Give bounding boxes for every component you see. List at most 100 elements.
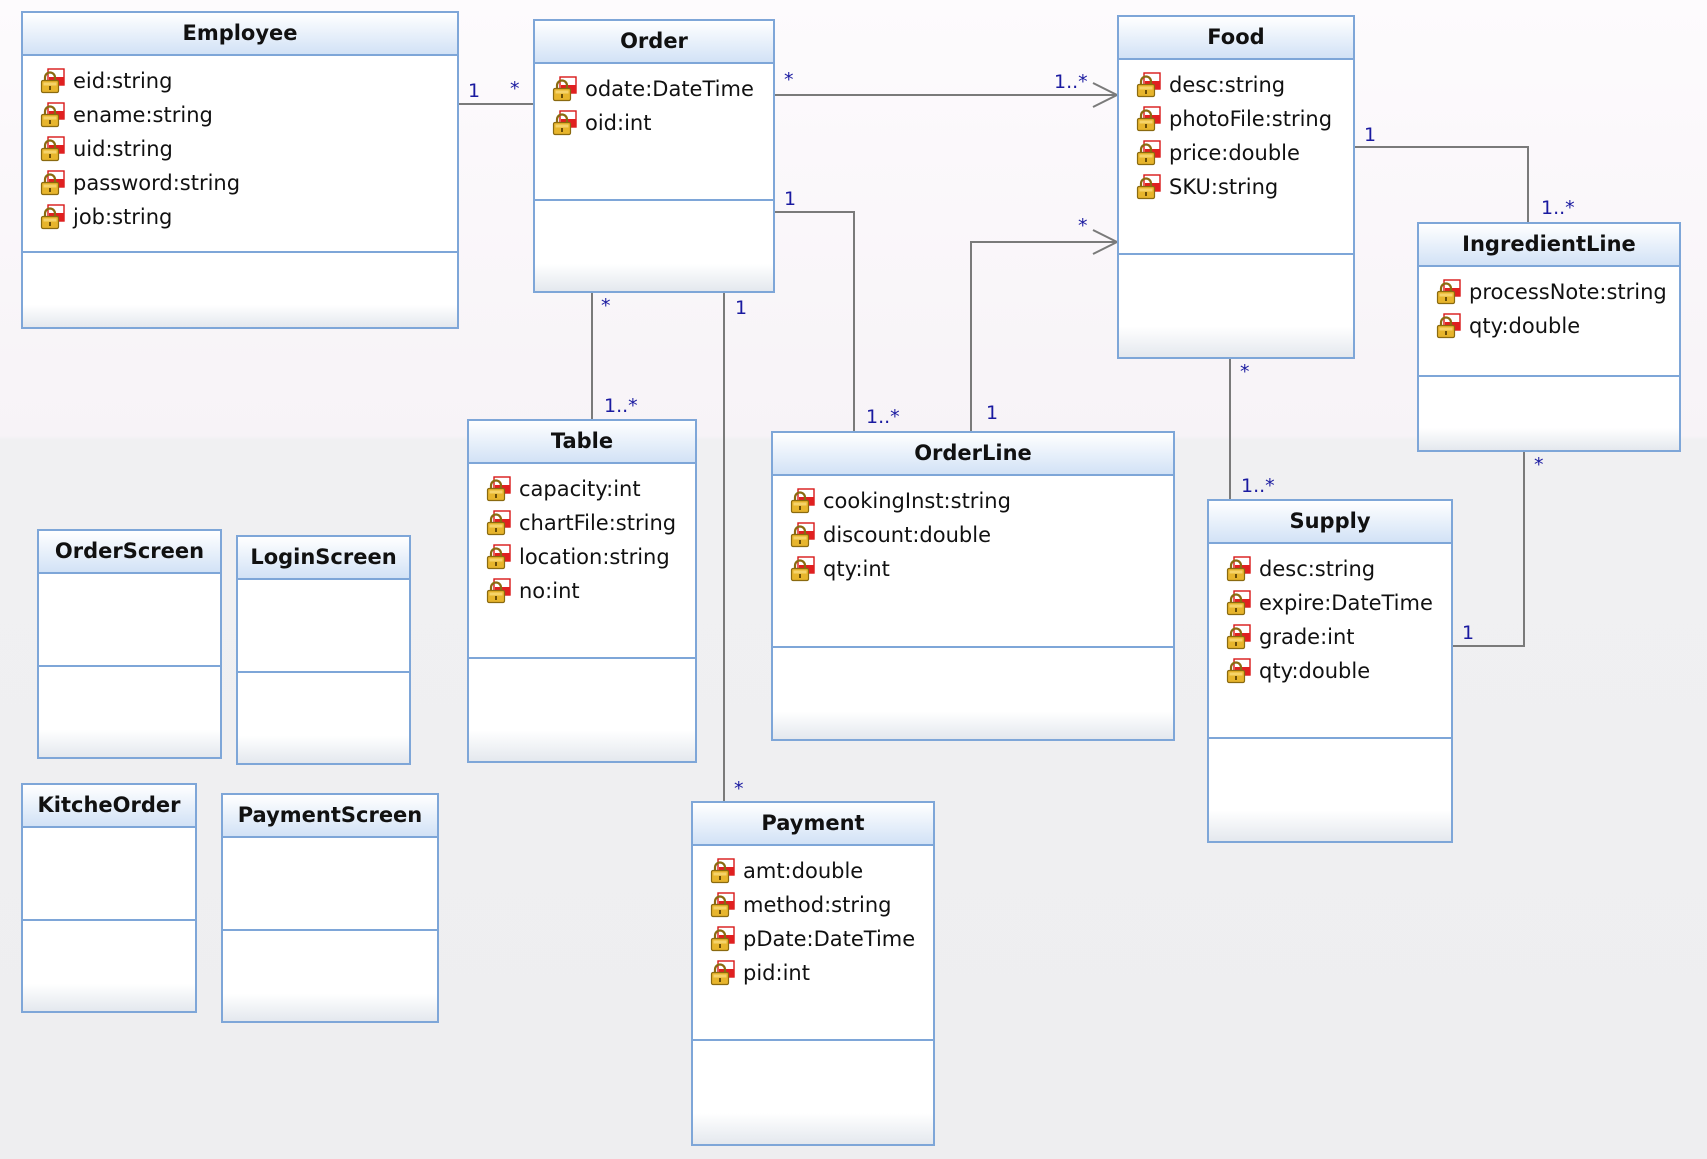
- private-attribute-lock-icon: [39, 136, 65, 162]
- mult-order-payment-to: *: [734, 778, 744, 800]
- attribute-row[interactable]: desc:string: [1225, 552, 1451, 586]
- attribute-text: capacity:int: [519, 477, 641, 501]
- mult-order-food-from: *: [784, 69, 794, 91]
- attribute-row[interactable]: method:string: [709, 888, 933, 922]
- operation-compartment: [535, 201, 773, 291]
- private-attribute-lock-icon: [709, 858, 735, 884]
- private-attribute-lock-icon: [485, 578, 511, 604]
- attribute-row[interactable]: chartFile:string: [485, 506, 695, 540]
- attribute-row[interactable]: pDate:DateTime: [709, 922, 933, 956]
- class-table[interactable]: Table capacity:int chartFile:string locati…: [467, 419, 697, 763]
- class-orderscreen[interactable]: OrderScreen: [37, 529, 222, 759]
- attribute-compartment: odate:DateTime oid:int: [535, 64, 773, 201]
- attribute-compartment: capacity:int chartFile:string location:str…: [469, 464, 695, 659]
- operation-compartment: [469, 659, 695, 761]
- class-paymentscreen[interactable]: PaymentScreen: [221, 793, 439, 1023]
- attribute-row[interactable]: location:string: [485, 540, 695, 574]
- attribute-row[interactable]: qty:double: [1435, 309, 1679, 343]
- private-attribute-lock-icon: [1225, 658, 1251, 684]
- mult-order-payment-from: 1: [735, 297, 748, 319]
- attribute-row[interactable]: oid:int: [551, 106, 773, 140]
- mult-supply-ingredientline-to: *: [1534, 454, 1544, 476]
- attribute-text: odate:DateTime: [585, 77, 754, 101]
- class-name: OrderLine: [773, 433, 1173, 476]
- operation-compartment: [39, 667, 220, 757]
- attribute-row[interactable]: odate:DateTime: [551, 72, 773, 106]
- attribute-text: price:double: [1169, 141, 1300, 165]
- attribute-row[interactable]: grade:int: [1225, 620, 1451, 654]
- private-attribute-lock-icon: [1135, 174, 1161, 200]
- class-name: Table: [469, 421, 695, 464]
- attribute-text: uid:string: [73, 137, 173, 161]
- private-attribute-lock-icon: [1135, 72, 1161, 98]
- attribute-row[interactable]: job:string: [39, 200, 457, 234]
- private-attribute-lock-icon: [39, 102, 65, 128]
- mult-order-food-to: 1..*: [1054, 71, 1088, 93]
- class-name: Payment: [693, 803, 933, 846]
- private-attribute-lock-icon: [709, 926, 735, 952]
- attribute-text: eid:string: [73, 69, 173, 93]
- attribute-row[interactable]: ename:string: [39, 98, 457, 132]
- attribute-compartment: eid:string ename:string uid:string password…: [23, 56, 457, 253]
- private-attribute-lock-icon: [1225, 590, 1251, 616]
- assoc-orderline-food[interactable]: [970, 229, 1120, 431]
- attribute-row[interactable]: desc:string: [1135, 68, 1353, 102]
- attribute-text: qty:double: [1469, 314, 1581, 338]
- attribute-row[interactable]: uid:string: [39, 132, 457, 166]
- attribute-row[interactable]: discount:double: [789, 518, 1173, 552]
- class-payment[interactable]: Payment amt:double method:string pDate:Dat…: [691, 801, 935, 1146]
- attribute-text: ename:string: [73, 103, 213, 127]
- attribute-row[interactable]: SKU:string: [1135, 170, 1353, 204]
- attribute-text: oid:int: [585, 111, 652, 135]
- assoc-order-orderline[interactable]: [774, 211, 855, 431]
- attribute-row[interactable]: amt:double: [709, 854, 933, 888]
- attribute-row[interactable]: photoFile:string: [1135, 102, 1353, 136]
- private-attribute-lock-icon: [1225, 556, 1251, 582]
- private-attribute-lock-icon: [709, 960, 735, 986]
- class-kitcheorder[interactable]: KitcheOrder: [21, 783, 197, 1013]
- attribute-row[interactable]: capacity:int: [485, 472, 695, 506]
- class-loginscreen[interactable]: LoginScreen: [236, 535, 411, 765]
- attribute-text: chartFile:string: [519, 511, 677, 535]
- operation-compartment: [238, 673, 409, 763]
- private-attribute-lock-icon: [485, 510, 511, 536]
- private-attribute-lock-icon: [551, 76, 577, 102]
- private-attribute-lock-icon: [789, 556, 815, 582]
- private-attribute-lock-icon: [789, 488, 815, 514]
- private-attribute-lock-icon: [1135, 106, 1161, 132]
- attribute-text: method:string: [743, 893, 892, 917]
- class-name: PaymentScreen: [223, 795, 437, 838]
- operation-compartment: [693, 1041, 933, 1144]
- operation-compartment: [1209, 739, 1451, 841]
- attribute-row[interactable]: qty:double: [1225, 654, 1451, 688]
- mult-orderline-food-to: *: [1078, 215, 1088, 237]
- attribute-row[interactable]: qty:int: [789, 552, 1173, 586]
- attribute-row[interactable]: price:double: [1135, 136, 1353, 170]
- attribute-row[interactable]: processNote:string: [1435, 275, 1679, 309]
- attribute-row[interactable]: eid:string: [39, 64, 457, 98]
- class-name: OrderScreen: [39, 531, 220, 574]
- mult-food-ingredientline-from: 1: [1364, 124, 1377, 146]
- private-attribute-lock-icon: [1435, 279, 1461, 305]
- private-attribute-lock-icon: [39, 204, 65, 230]
- attribute-row[interactable]: no:int: [485, 574, 695, 608]
- mult-supply-ingredientline-from: 1: [1462, 622, 1475, 644]
- attribute-row[interactable]: expire:DateTime: [1225, 586, 1451, 620]
- attribute-row[interactable]: cookingInst:string: [789, 484, 1173, 518]
- assoc-supply-ingredientline[interactable]: [1453, 451, 1525, 647]
- attribute-text: location:string: [519, 545, 670, 569]
- attribute-text: pDate:DateTime: [743, 927, 916, 951]
- assoc-food-ingredientline[interactable]: [1355, 146, 1529, 222]
- attribute-row[interactable]: pid:int: [709, 956, 933, 990]
- attribute-row[interactable]: password:string: [39, 166, 457, 200]
- attribute-text: amt:double: [743, 859, 864, 883]
- attribute-text: no:int: [519, 579, 580, 603]
